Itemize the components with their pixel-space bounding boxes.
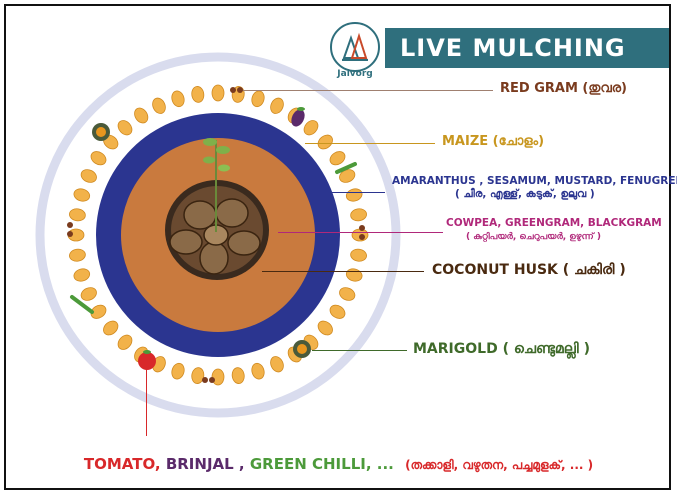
maize-label: MAIZE (ചോളം) (442, 134, 544, 149)
pine-trees-logo-icon (332, 24, 378, 70)
jaivorg-logo (330, 22, 380, 72)
coconut-leader (262, 271, 424, 272)
marigold-leader (312, 350, 407, 351)
marigold-label: MARIGOLD ( ചെണ്ടുമല്ലി ) (413, 341, 590, 357)
tomato-label: TOMATO, (84, 455, 161, 473)
vegetables-caption: TOMATO, BRINJAL , GREEN CHILLI, ... (തക്… (0, 455, 677, 473)
brinjal-label: BRINJAL , (166, 455, 245, 473)
logo-text: Jaivorg (331, 69, 379, 79)
maize-seed-icon (212, 369, 224, 385)
red-gram-leader (243, 90, 493, 91)
maize-seed-icon (212, 85, 224, 101)
maize-leader (305, 143, 435, 144)
page-title: LIVE MULCHING (400, 30, 660, 66)
amaranthus-leader (310, 192, 385, 193)
red-gram-label: RED GRAM (തുവര) (500, 81, 627, 96)
vegetables-label-ml: (തക്കാളി, വഴുതന, പച്ചമുളക്, ... ) (405, 458, 593, 472)
coconut-husk-label: COCONUT HUSK ( ചകിരി ) (432, 262, 626, 278)
amaranthus-label-ml: ( ചീര, എള്ള്, കടുക്, ഉലുവ ) (455, 188, 595, 201)
green-chilli-label: GREEN CHILLI, ... (250, 455, 394, 473)
amaranthus-label: AMARANTHUS , SESAMUM, MUSTARD, FENUGREEK (392, 175, 677, 187)
tomato-leader (146, 368, 147, 436)
cowpea-leader (278, 232, 443, 233)
cowpea-label-ml: ( കുറ്റിപയർ, ചെറുപയർ, ഉഴുന്ന് ) (466, 232, 601, 242)
cowpea-label: COWPEA, GREENGRAM, BLACKGRAM (446, 217, 662, 229)
